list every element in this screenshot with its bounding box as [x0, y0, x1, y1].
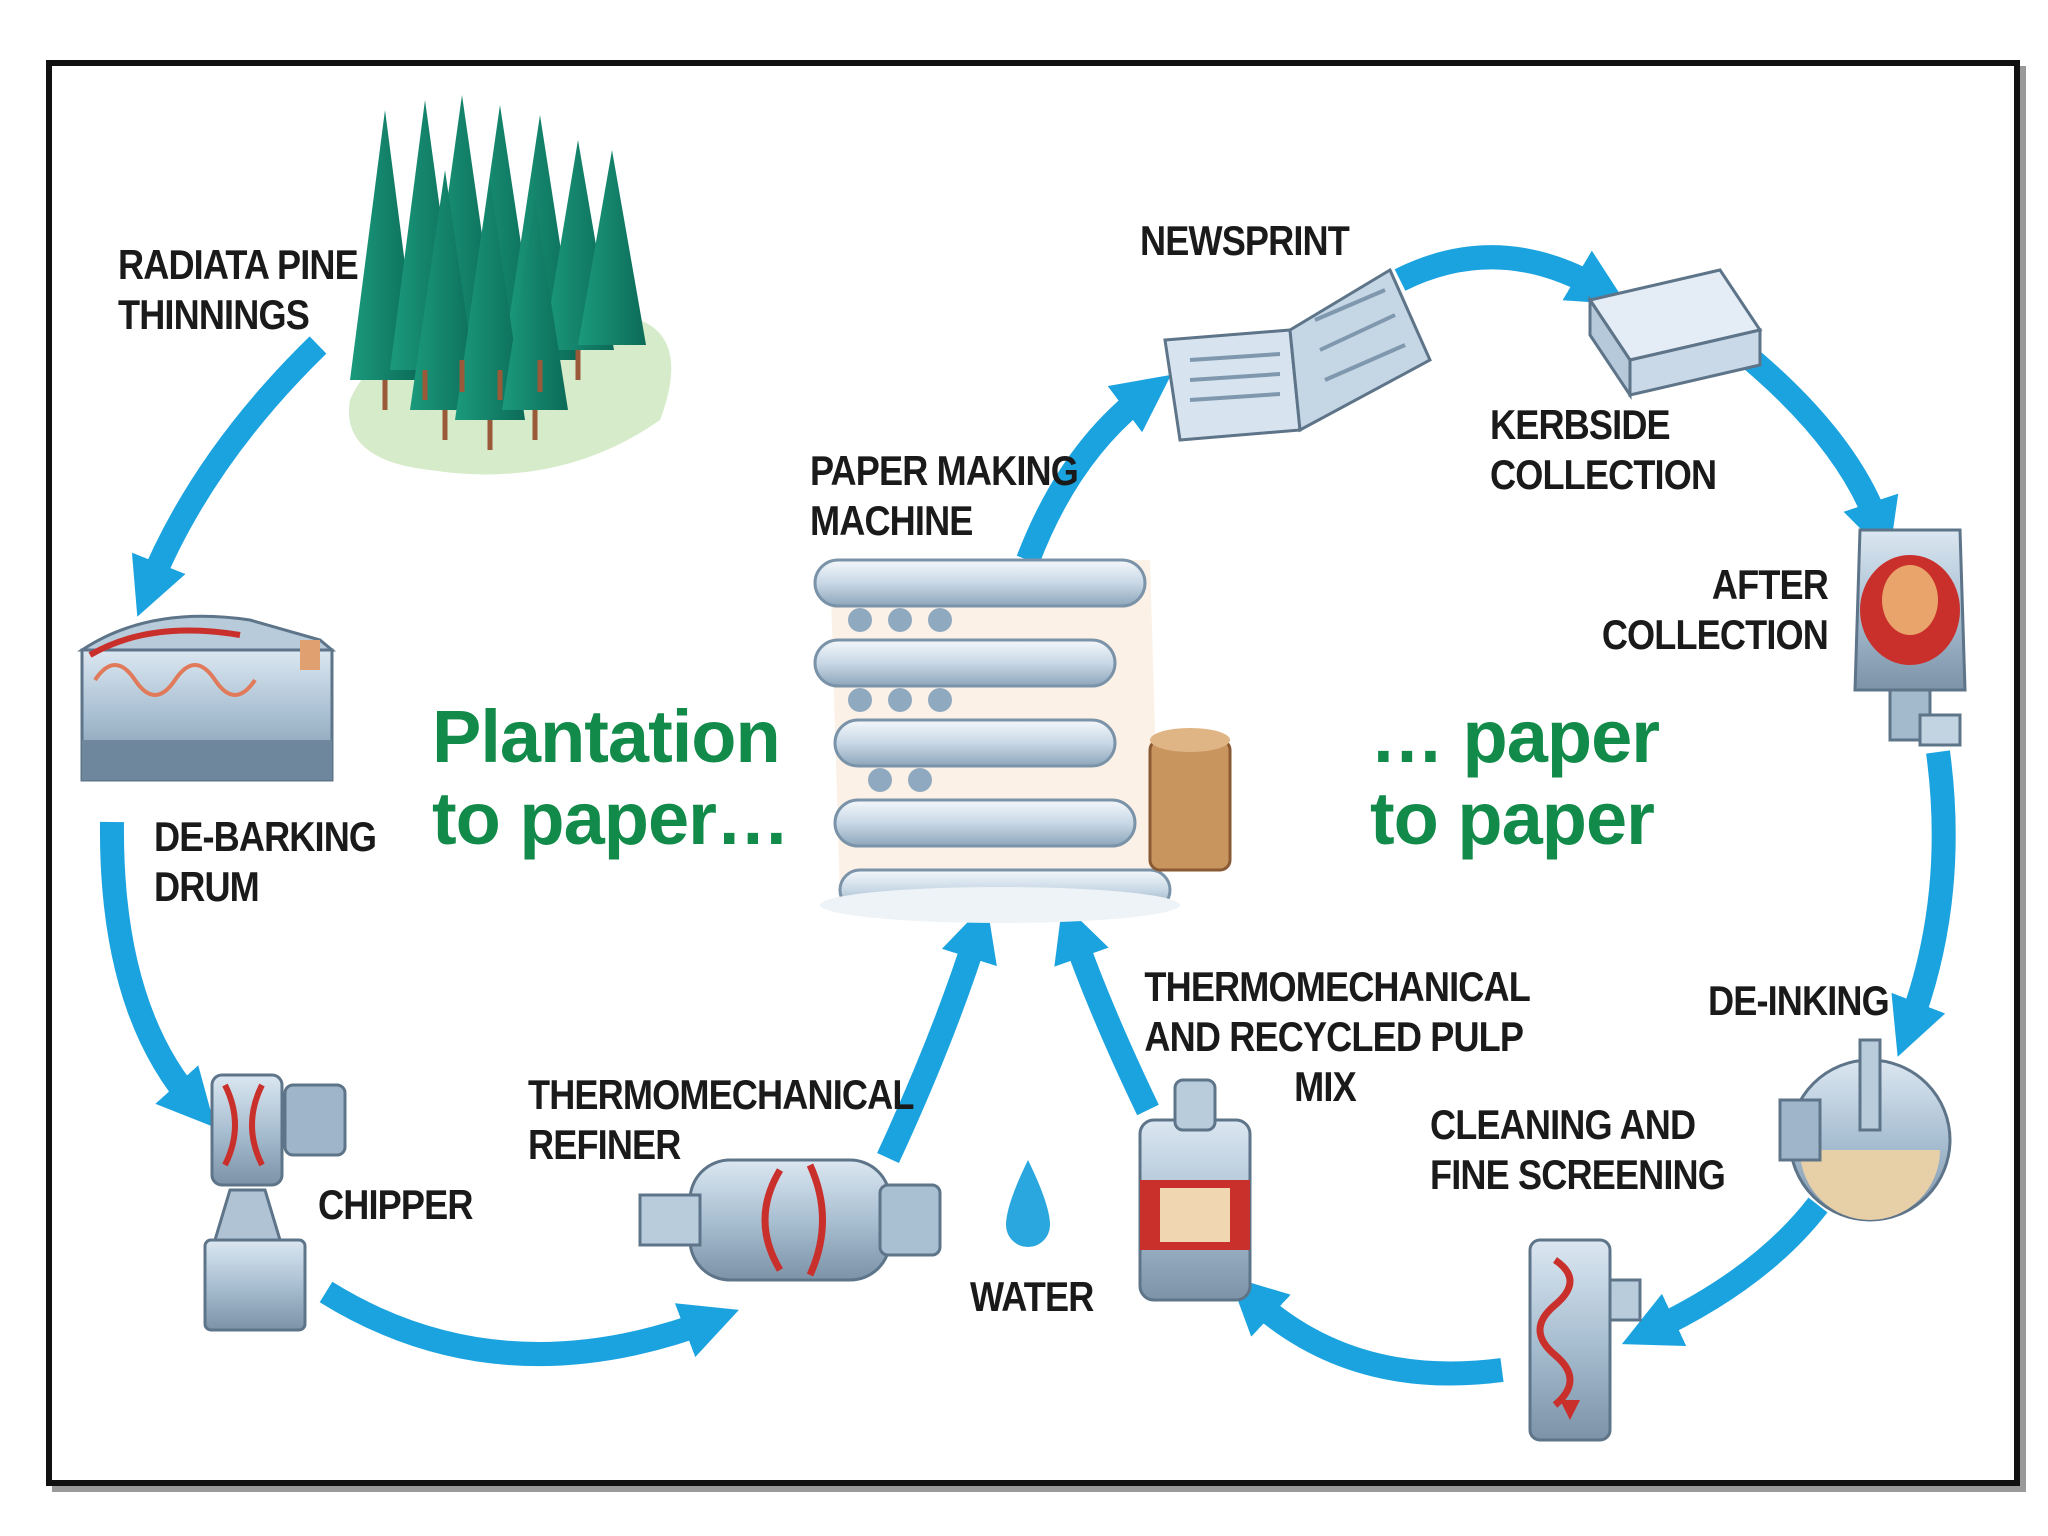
- arrow-refiner-to-machine: [877, 902, 997, 1164]
- pine-forest-illustration: [349, 95, 672, 475]
- arrow-kerbside-to-after: [1732, 340, 1899, 558]
- arrow-after-to-deinking: [1891, 750, 1956, 1057]
- arrow-mix-to-machine: [1054, 902, 1159, 1116]
- refiner-illustration: [638, 1158, 942, 1282]
- flow-arrows: [99, 245, 1956, 1386]
- cleaning-screen-illustration: [1528, 1238, 1642, 1442]
- arrow-cleaning-to-mix: [1229, 1276, 1504, 1386]
- label-de-inking: DE-INKING: [1708, 977, 1890, 1024]
- arrow-debarking-to-chipper: [99, 821, 216, 1128]
- newsprint-illustration: [1163, 267, 1432, 442]
- chipper-illustration: [203, 1073, 347, 1332]
- arrow-pine-to-debarking: [131, 336, 327, 617]
- pulp-mix-tank-illustration: [1138, 1078, 1252, 1302]
- label-newsprint: NEWSPRINT: [1140, 217, 1350, 264]
- debarking-drum-illustration: [77, 614, 337, 782]
- paper-machine-illustration: [813, 558, 1232, 923]
- label-water: WATER: [970, 1273, 1094, 1320]
- kerbside-stack-illustration: [1587, 268, 1763, 400]
- arrow-chipper-to-refiner: [319, 1281, 739, 1367]
- arrow-newsprint-to-kerbside: [1394, 245, 1627, 305]
- arrow-machine-to-newsprint: [1016, 374, 1172, 565]
- water-drop-icon: [1006, 1160, 1050, 1247]
- deinking-cell-illustration: [1778, 1038, 1952, 1222]
- pulper-illustration: [1853, 528, 1967, 747]
- arrow-deinking-to-cleaning: [1621, 1197, 1828, 1346]
- label-chipper: CHIPPER: [318, 1181, 473, 1228]
